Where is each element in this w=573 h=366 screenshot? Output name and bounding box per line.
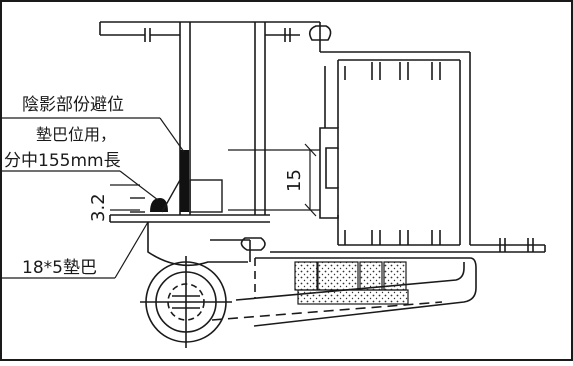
pad-outline (130, 179, 223, 213)
pad-note-line1: 墊巴位用， (36, 125, 116, 144)
shadow-clearance-zone (294, 261, 409, 305)
dimension-3-2: 3.2 (88, 193, 109, 222)
pad-note-line2: 分中155mm長 (4, 151, 121, 171)
shadow-note-label: 陰影部份避位 (22, 95, 124, 115)
pad-size-label: 18*5墊巴 (22, 258, 97, 278)
dimension-15: 15 (284, 169, 305, 192)
pad-shaded-bar (180, 150, 189, 212)
frame-profiles (99, 21, 546, 327)
leader-lines (2, 117, 320, 279)
roller-wheel (140, 256, 232, 348)
